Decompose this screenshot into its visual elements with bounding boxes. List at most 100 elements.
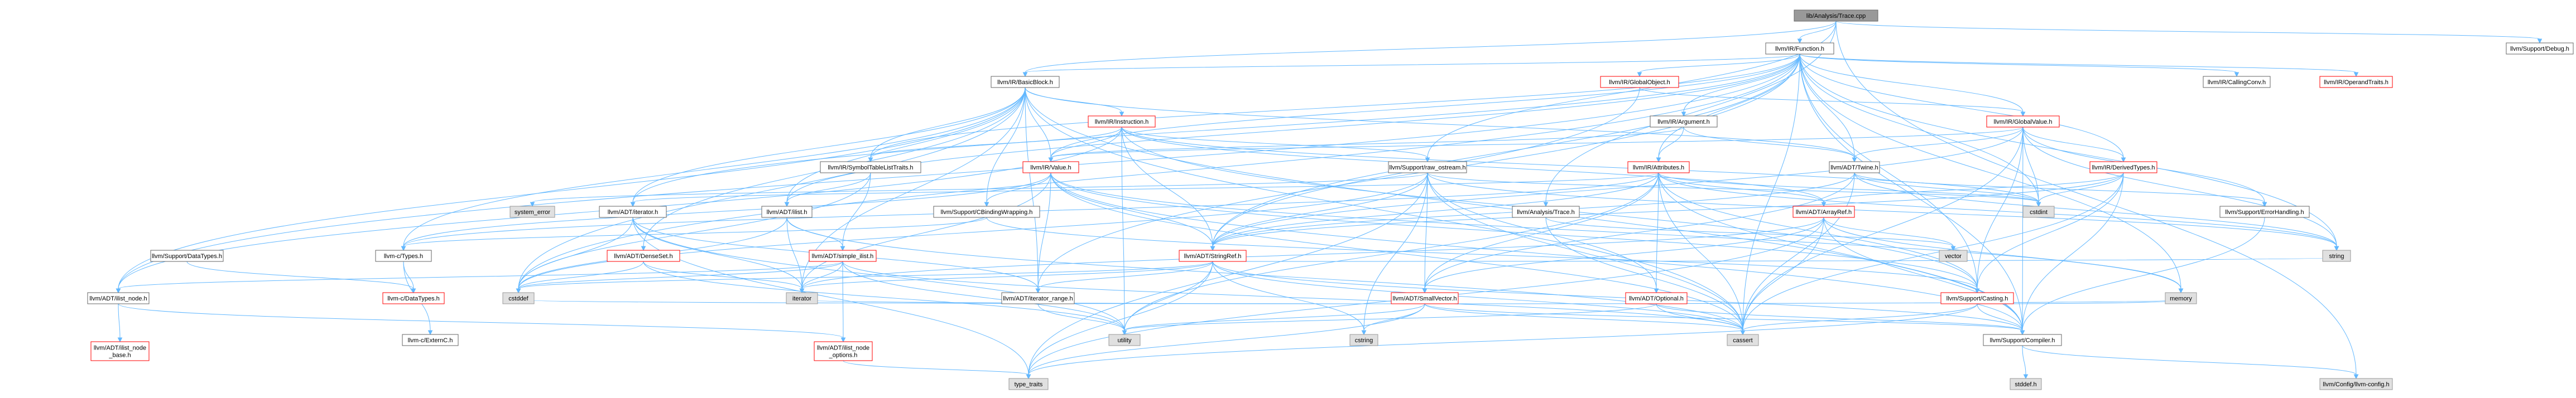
edge-line	[2022, 345, 2026, 375]
node-box	[786, 292, 818, 304]
node-twine[interactable]: llvm/ADT/Twine.h	[1829, 161, 1880, 173]
edge-line	[1037, 261, 1213, 289]
edge-arrowhead	[1852, 157, 1857, 163]
node-arrayref[interactable]: llvm/ADT/ArrayRef.h	[1792, 206, 1855, 218]
node-stringref[interactable]: llvm/ADT/StringRef.h	[1179, 250, 1247, 262]
node-datatypes[interactable]: llvm/Support/DataTypes.h	[150, 250, 224, 262]
node-instruction[interactable]: llvm/IR/Instruction.h	[1088, 115, 1156, 128]
edge-arrowhead	[2537, 38, 2543, 44]
edge-arrowhead	[1950, 246, 1956, 251]
edge-line	[842, 261, 1125, 331]
node-argument[interactable]: llvm/IR/Argument.h	[1650, 115, 1718, 128]
node-externc[interactable]: llvm-c/ExternC.h	[402, 334, 459, 346]
dependency-edge	[630, 87, 1026, 207]
node-ilist-node[interactable]: llvm/ADT/ilist_node.h	[87, 292, 150, 304]
node-ctypes[interactable]: llvm-c/Types.h	[375, 250, 432, 262]
node-function[interactable]: llvm/IR/Function.h	[1765, 42, 1834, 55]
edge-line	[1424, 303, 1743, 331]
node-ilist-node-options[interactable]: llvm/ADT/ilist_node_options.h	[814, 341, 873, 361]
edge-arrowhead	[799, 288, 805, 294]
edge-line	[1656, 172, 1659, 289]
node-ilist-node-base[interactable]: llvm/ADT/ilist_node_base.h	[90, 341, 150, 361]
node-iterator-range[interactable]: llvm/ADT/iterator_range.h	[1001, 292, 1075, 304]
edge-arrowhead	[1543, 202, 1549, 207]
node-box	[2506, 42, 2574, 55]
edge-line	[870, 54, 1800, 158]
node-cbindingwrapping[interactable]: llvm/Support/CBindingWrapping.h	[933, 206, 1040, 218]
edge-line	[1742, 172, 1855, 331]
node-cdatatypes[interactable]: llvm-c/DataTypes.h	[382, 292, 445, 304]
edge-line	[1121, 127, 1125, 331]
node-simple-ilist[interactable]: llvm/ADT/simple_ilist.h	[809, 250, 877, 262]
dependency-edge	[186, 261, 416, 294]
dependency-edge	[842, 261, 1746, 336]
node-compiler[interactable]: llvm/Support/Compiler.h	[1983, 334, 2062, 346]
node-raw-ostream[interactable]: llvm/Support/raw_ostream.h	[1388, 161, 1467, 173]
dependency-edge	[2020, 217, 2265, 336]
dependency-edge	[799, 261, 843, 294]
node-label: llvm-c/Types.h	[384, 253, 423, 260]
node-ilist[interactable]: llvm/ADT/ilist.h	[761, 206, 813, 218]
node-iteratorh[interactable]: llvm/ADT/iterator.h	[599, 206, 667, 218]
node-basicblock[interactable]: llvm/IR/BasicBlock.h	[991, 76, 1060, 88]
edge-line	[801, 299, 1425, 304]
node-symboltablelisttraits[interactable]: llvm/IR/SymbolTableListTraits.h	[820, 161, 921, 173]
edge-line	[1658, 127, 1684, 158]
edge-line	[1823, 172, 2124, 203]
node-box	[1794, 9, 1878, 22]
edge-line	[2022, 172, 2124, 331]
node-box	[2022, 206, 2055, 218]
edge-line	[1424, 172, 1855, 289]
node-utility: utility	[1108, 334, 1141, 346]
dependency-edge	[1854, 172, 2339, 251]
node-derivedtypes[interactable]: llvm/IR/DerivedTypes.h	[2089, 161, 2157, 173]
node-analysistrace[interactable]: llvm/Analysis/Trace.h	[1512, 206, 1580, 218]
node-debug[interactable]: llvm/Support/Debug.h	[2506, 42, 2574, 55]
node-box	[1940, 292, 2014, 304]
node-label: cstring	[1355, 337, 1373, 344]
node-casting[interactable]: llvm/Support/Casting.h	[1940, 292, 2014, 304]
edge-arrowhead	[2121, 157, 2126, 163]
node-optional[interactable]: llvm/ADT/Optional.h	[1625, 292, 1688, 304]
node-label: llvm/ADT/iterator_range.h	[1003, 295, 1073, 302]
edge-line	[1835, 21, 2357, 375]
edge-arrowhead	[2353, 374, 2359, 380]
dependency-edge	[117, 303, 123, 343]
node-label: llvm/IR/Instruction.h	[1095, 119, 1149, 125]
node-value[interactable]: llvm/IR/Value.h	[1022, 161, 1079, 173]
edge-line	[2038, 172, 2124, 203]
node-label: lib/Analysis/Trace.cpp	[1806, 13, 1866, 20]
node-operandtraits[interactable]: llvm/IR/OperandTraits.h	[2319, 76, 2393, 88]
node-attributes[interactable]: llvm/IR/Attributes.h	[1627, 161, 1690, 173]
edge-arrowhead	[2353, 72, 2359, 77]
node-box	[2319, 378, 2393, 390]
dependency-edge	[2022, 345, 2359, 380]
dependency-edge	[1799, 54, 2359, 77]
node-globalobject[interactable]: llvm/IR/GlobalObject.h	[1600, 76, 1679, 88]
dependency-edge	[1974, 127, 2024, 294]
edge-arrowhead	[784, 202, 790, 207]
dependency-edge	[1422, 172, 1428, 294]
edge-line	[1427, 21, 1837, 158]
dependency-edge	[401, 217, 987, 251]
edge-line	[632, 217, 1029, 375]
edge-line	[786, 217, 1743, 331]
node-globalvalue[interactable]: llvm/IR/GlobalValue.h	[1986, 115, 2060, 128]
node-densesetsmall[interactable]: llvm/ADT/DenseSet.h	[607, 250, 680, 262]
node-box	[1600, 76, 1679, 88]
dependency-edge	[1210, 127, 2024, 251]
node-smallvector[interactable]: llvm/ADT/SmallVector.h	[1391, 292, 1459, 304]
dependency-edge	[986, 217, 1980, 294]
dependency-edge	[116, 261, 843, 294]
edge-line	[1835, 21, 2540, 40]
node-callingconv[interactable]: llvm/IR/CallingConv.h	[2203, 76, 2271, 88]
dependency-edge	[784, 87, 1026, 207]
node-label: llvm/Support/Compiler.h	[1990, 337, 2055, 344]
node-label: llvm/IR/DerivedTypes.h	[2092, 164, 2155, 171]
node-box	[1391, 292, 1459, 304]
edge-line	[1124, 261, 1213, 331]
node-box	[2322, 250, 2351, 262]
dependency-edge	[984, 172, 1051, 207]
node-errorhandling[interactable]: llvm/Support/ErrorHandling.h	[2219, 206, 2310, 218]
